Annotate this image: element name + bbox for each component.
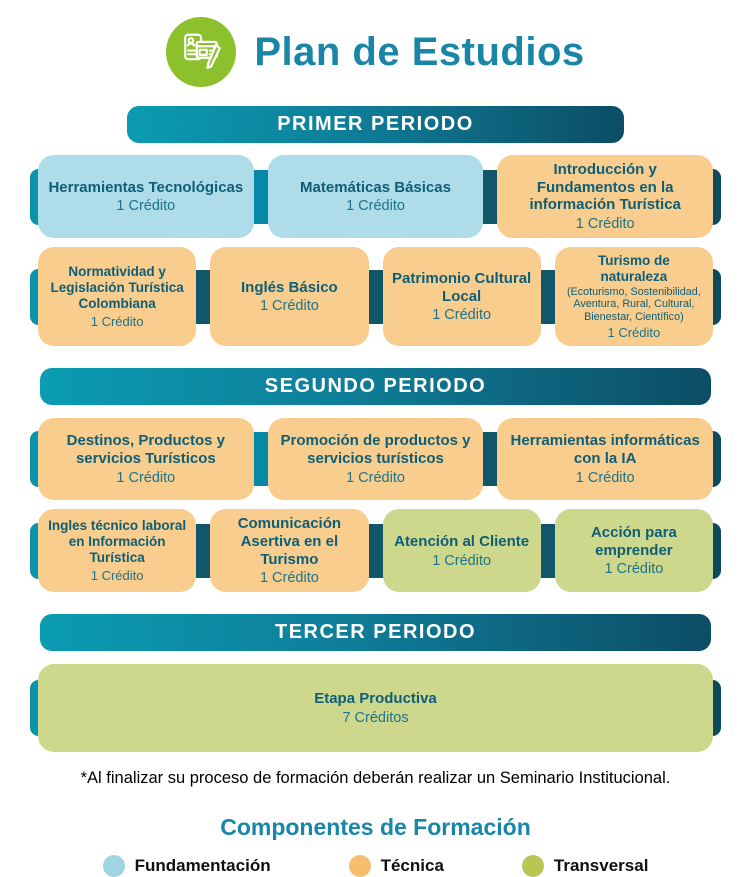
- connector: [192, 269, 215, 324]
- legend-label: Técnica: [380, 856, 444, 876]
- primer-row-1: Herramientas Tecnológicas 1 Crédito Mate…: [30, 155, 722, 239]
- card-title: Herramientas informáticas con la IA: [510, 432, 700, 468]
- course-card-turismo-naturaleza: Turismo de naturaleza (Ecoturismo, Soste…: [554, 247, 713, 347]
- card-title: Ingles técnico laboral en Información Tu…: [48, 518, 187, 566]
- card-title: Acción para emprender: [590, 523, 677, 559]
- card-credit: 1 Crédito: [90, 568, 144, 584]
- card-credit: 7 Créditos: [342, 710, 409, 727]
- card-title: Destinos, Productos y servicios Turístic…: [66, 432, 226, 468]
- card-title: Etapa Productiva: [314, 690, 437, 708]
- card-credit: 1 Crédito: [607, 325, 661, 341]
- connector: [479, 169, 502, 224]
- connector: [249, 432, 272, 487]
- card-title: Normatividad y Legislación Turística Col…: [50, 264, 184, 312]
- course-card-comunicacion-asertiva: Comunicación Asertiva en el Turismo 1 Cr…: [210, 509, 369, 593]
- card-title: Turismo de naturaleza: [597, 253, 670, 284]
- card-credit: 1 Crédito: [575, 216, 635, 233]
- card-title: Atención al Cliente: [394, 532, 530, 550]
- legend-item-transversal: Transversal: [521, 855, 649, 877]
- card-credit: 1 Crédito: [604, 561, 664, 578]
- card-credit: 1 Crédito: [346, 469, 405, 486]
- connector: [536, 523, 559, 578]
- card-title: Matemáticas Básicas: [300, 178, 451, 196]
- card-credit: 1 Crédito: [90, 313, 144, 329]
- card-credit: 1 Crédito: [432, 552, 492, 569]
- card-credit: 1 Crédito: [116, 198, 176, 215]
- card-credit: 1 Crédito: [116, 469, 176, 486]
- period-banner-segundo: SEGUNDO PERIODO: [40, 368, 711, 406]
- connector: [364, 523, 387, 578]
- tecnica-dot-icon: [348, 855, 371, 877]
- course-card-destinos-productos: Destinos, Productos y servicios Turístic…: [38, 418, 254, 501]
- connector: [364, 269, 387, 324]
- card-credit: 1 Crédito: [259, 298, 319, 315]
- course-card-promocion-productos: Promoción de productos y servicios turís…: [267, 418, 484, 501]
- course-card-herramientas-informaticas-ia: Herramientas informáticas con la IA 1 Cr…: [497, 418, 714, 501]
- footnote: *Al finalizar su proceso de formación de…: [80, 769, 671, 788]
- connector: [536, 269, 559, 324]
- connector: [479, 432, 502, 487]
- card-title: Promoción de productos y servicios turís…: [280, 432, 471, 468]
- transversal-dot-icon: [521, 855, 544, 877]
- header: Plan de Estudios: [0, 0, 751, 92]
- legend-label: Transversal: [553, 856, 649, 876]
- legend-title: Componentes de Formación: [220, 814, 531, 841]
- course-card-normatividad: Normatividad y Legislación Turística Col…: [38, 247, 197, 347]
- segundo-row-2: Ingles técnico laboral en Información Tu…: [30, 509, 721, 593]
- card-credit: 1 Crédito: [432, 307, 492, 324]
- card-credit: 1 Crédito: [259, 570, 319, 587]
- course-card-ingles-tecnico: Ingles técnico laboral en Información Tu…: [38, 509, 197, 593]
- card-subtitle: (Ecoturismo, Sostenibilidad, Aventura, R…: [566, 285, 701, 323]
- tercer-row-1: Etapa Productiva 7 Créditos: [30, 664, 721, 753]
- card-title: Inglés Básico: [241, 278, 338, 296]
- legend: Fundamentación Técnica Transversal: [0, 855, 751, 877]
- course-card-etapa-productiva: Etapa Productiva 7 Créditos: [38, 664, 713, 753]
- legend-label: Fundamentación: [134, 856, 271, 876]
- period-banner-primer: PRIMER PERIODO: [127, 106, 624, 143]
- card-credit: 1 Crédito: [346, 198, 405, 215]
- course-card-herramientas-tecnologicas: Herramientas Tecnológicas 1 Crédito: [38, 155, 254, 239]
- fundamentacion-dot-icon: [102, 855, 125, 877]
- course-card-matematicas-basicas: Matemáticas Básicas 1 Crédito: [267, 155, 484, 239]
- segundo-row-1: Destinos, Productos y servicios Turístic…: [30, 418, 722, 501]
- connector: [192, 523, 215, 578]
- course-card-accion-emprender: Acción para emprender 1 Crédito: [554, 509, 713, 593]
- primer-row-2: Normatividad y Legislación Turística Col…: [30, 247, 721, 347]
- page-title: Plan de Estudios: [254, 29, 585, 74]
- period-banner-tercer: TERCER PERIODO: [40, 614, 711, 652]
- card-title: Introducción y Fundamentos en la informa…: [529, 161, 681, 214]
- card-credit: 1 Crédito: [575, 469, 635, 486]
- legend-item-fundamentacion: Fundamentación: [102, 855, 271, 877]
- course-card-patrimonio-cultural: Patrimonio Cultural Local 1 Crédito: [382, 247, 541, 347]
- connector: [249, 169, 272, 224]
- curriculum-icon: [166, 17, 237, 87]
- course-card-atencion-cliente: Atención al Cliente 1 Crédito: [382, 509, 541, 593]
- card-title: Herramientas Tecnológicas: [48, 178, 244, 196]
- course-card-ingles-basico: Inglés Básico 1 Crédito: [210, 247, 369, 347]
- course-card-introduccion-fundamentos: Introducción y Fundamentos en la informa…: [497, 155, 714, 239]
- card-title: Comunicación Asertiva en el Turismo: [237, 515, 342, 568]
- legend-item-tecnica: Técnica: [348, 855, 444, 877]
- card-title: Patrimonio Cultural Local: [392, 269, 532, 305]
